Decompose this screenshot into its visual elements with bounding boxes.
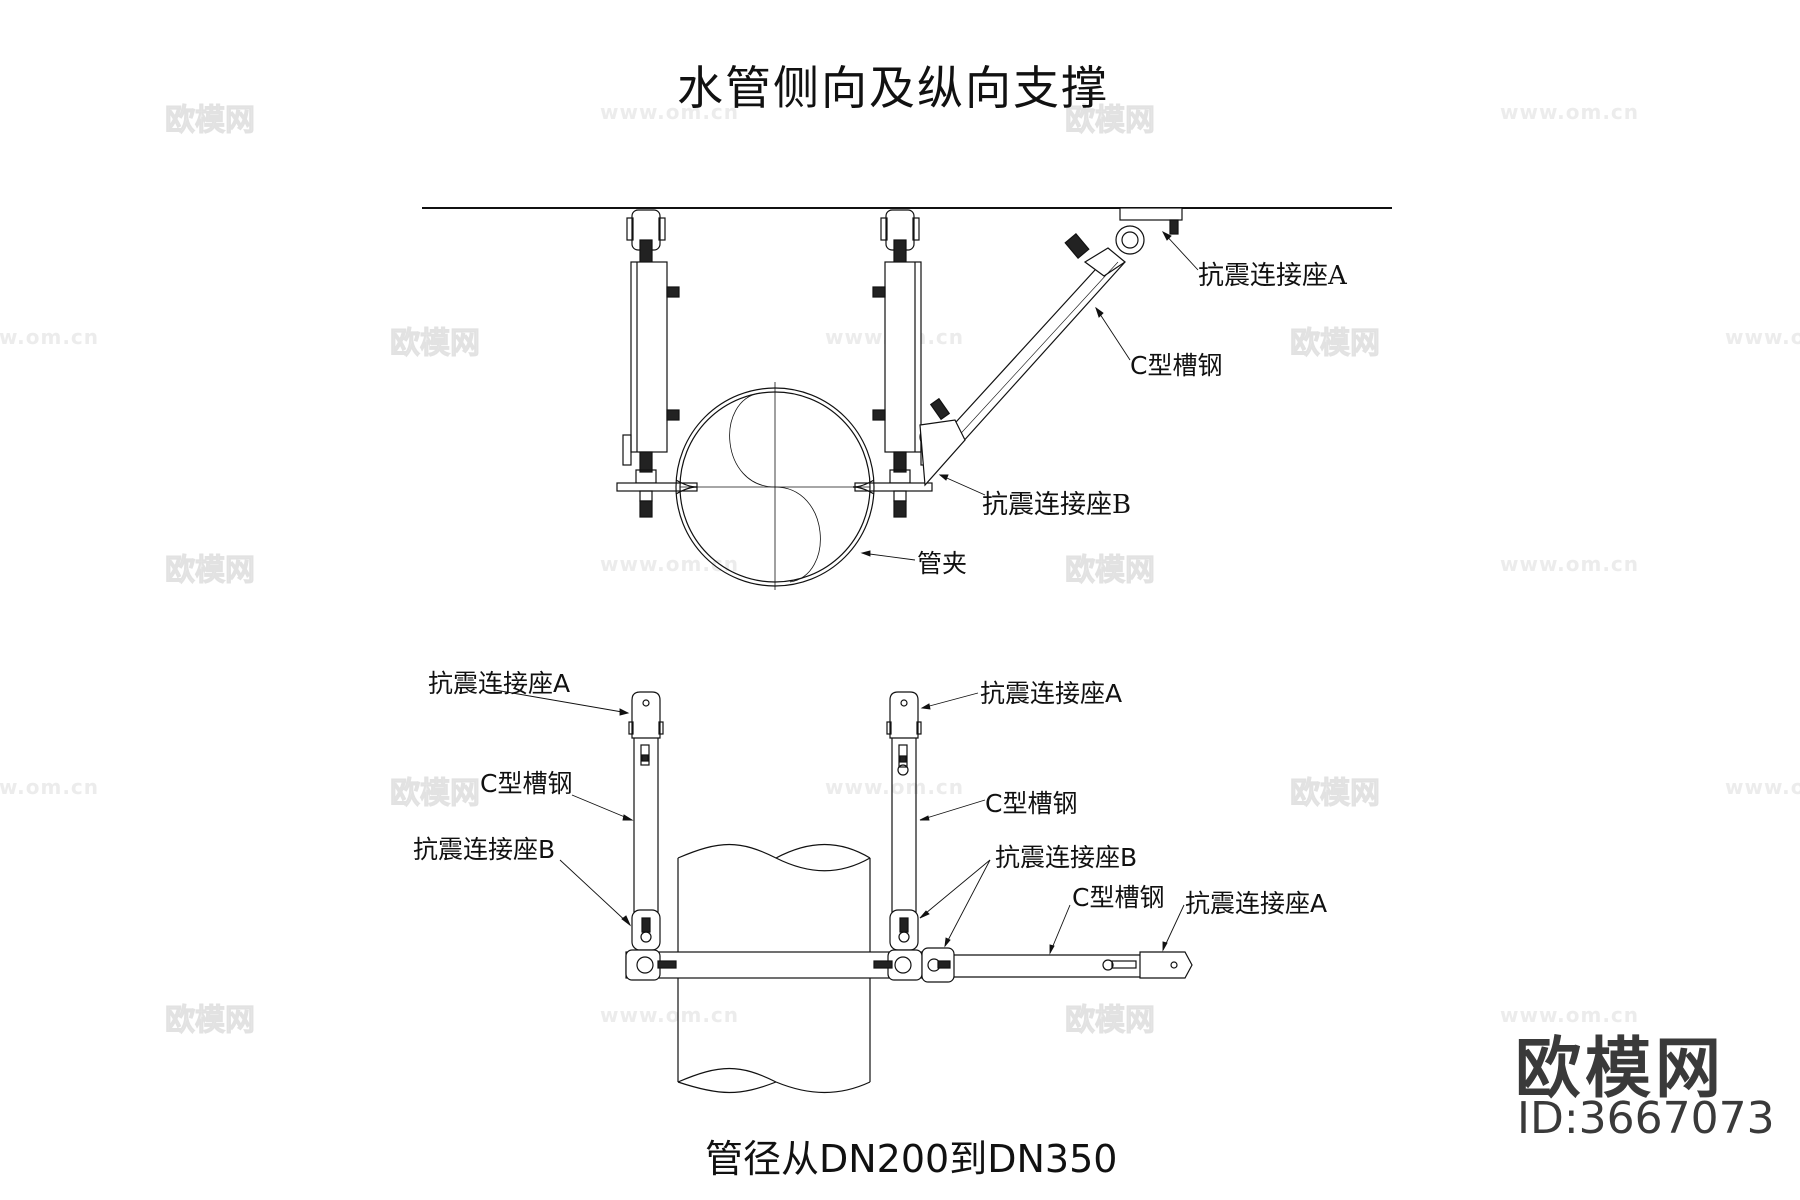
label-brace-c-channel: C型槽钢 [1072,883,1165,912]
label-left-c-channel: C型槽钢 [480,769,573,798]
label-right-seismic-seat-a: 抗震连接座A [980,679,1123,708]
right-rod [886,691,922,951]
watermark-brand: 欧模网 [165,553,256,589]
watermark-brand: 欧模网 [165,103,256,139]
watermark-brand: 欧模网 [1290,776,1381,812]
left-rod [628,691,664,951]
watermark-brand: 欧模网 [1065,553,1156,589]
watermark-brand: 欧模网 [1290,326,1381,362]
horizontal-beam [625,949,927,981]
left-hanger [616,209,698,518]
watermark-url: www.om.cn [825,775,965,799]
horizontal-brace [921,947,1193,983]
label-seismic-seat-b: 抗震连接座B [982,490,1132,520]
label-left-seismic-seat-b: 抗震连接座B [413,835,556,864]
watermark-brand: 欧模网 [390,776,481,812]
label-c-channel: C型槽钢 [1130,351,1223,380]
watermark-url: www.om.cn [0,325,100,349]
brand-logo: 欧模网 [1515,1030,1725,1107]
drawing-title: 水管侧向及纵向支撑 [677,61,1109,115]
watermark-url: www.om.cn [1725,775,1800,799]
diagonal-brace [919,207,1183,487]
label-brace-seismic-seat-a: 抗震连接座A [1185,889,1328,918]
label-right-c-channel: C型槽钢 [985,789,1078,818]
watermark-brand: 欧模网 [1065,103,1156,139]
watermark-url: www.om.cn [600,552,740,576]
label-left-seismic-seat-a: 抗震连接座A [428,669,571,698]
watermark-url: www.om.cn [1500,100,1640,124]
label-seismic-seat-a: 抗震连接座A [1198,261,1347,291]
drawing-caption: 管径从DN200到DN350 [705,1137,1118,1181]
model-id: ID:3667073 [1517,1093,1775,1144]
watermark-url: www.om.cn [600,1003,740,1027]
pipe-clamp [675,382,875,590]
watermark-url: www.om.cn [1500,552,1640,576]
label-pipe-clamp: 管夹 [917,549,968,578]
watermark-url: www.om.cn [600,100,740,124]
bottom-leaders [494,689,1185,955]
watermark-brand: 欧模网 [165,1003,256,1039]
watermark-url: www.om.cn [1500,1003,1640,1027]
top-leaders [860,230,1199,561]
watermark-brand: 欧模网 [390,326,481,362]
right-hanger [854,209,933,518]
watermark-url: www.om.cn [1725,325,1800,349]
watermark-brand: 欧模网 [1065,1003,1156,1039]
label-right-seismic-seat-b: 抗震连接座B [995,843,1138,872]
watermark-url: www.om.cn [0,775,100,799]
